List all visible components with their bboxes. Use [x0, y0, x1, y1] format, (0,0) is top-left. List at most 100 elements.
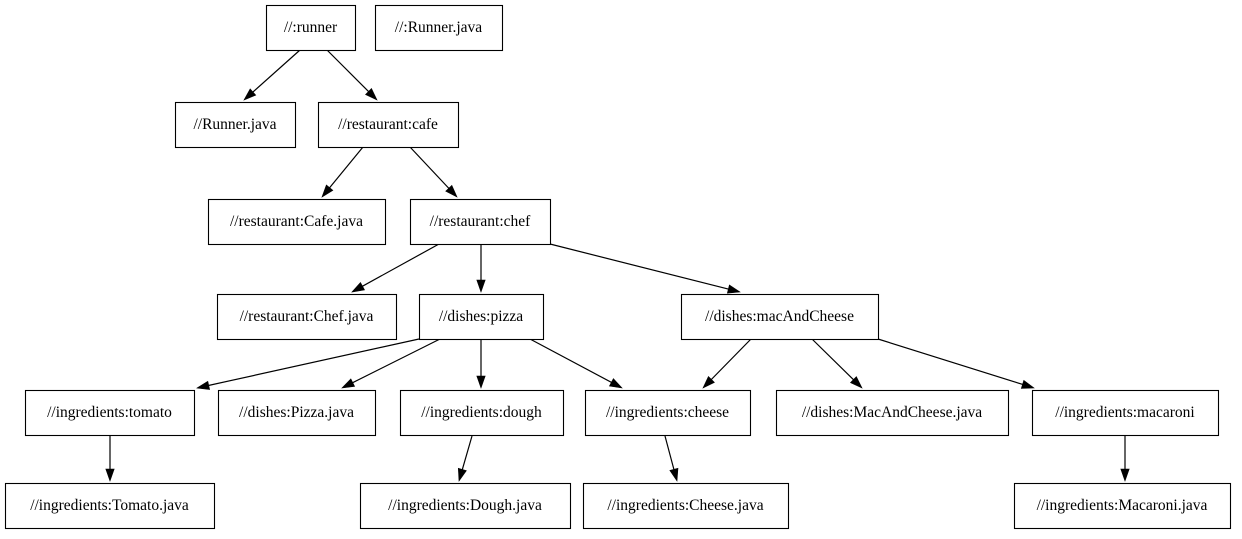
- edge-arrowhead-icon: [726, 284, 741, 294]
- edge-line: [549, 243, 730, 291]
- graph-edge: [877, 338, 1035, 389]
- graph-node[interactable]: //Runner.java: [174, 101, 297, 149]
- graph-node[interactable]: //dishes:MacAndCheese.java: [775, 389, 1010, 437]
- node-label: //ingredients:Cheese.java: [607, 497, 763, 514]
- edge-arrowhead-icon: [341, 378, 356, 389]
- node-label: //restaurant:Cafe.java: [230, 213, 363, 230]
- node-layer: //:runner //:Runner.java //Runner.java //re…: [4, 4, 1232, 530]
- node-label: //ingredients:cheese: [606, 404, 729, 421]
- node-box[interactable]: [265, 4, 357, 52]
- edge-arrowhead-icon: [105, 468, 115, 482]
- graph-node[interactable]: //restaurant:Cafe.java: [207, 198, 387, 246]
- graph-node[interactable]: //restaurant:chef: [409, 198, 552, 246]
- edge-line: [877, 338, 1025, 386]
- node-label: //ingredients:macaroni: [1055, 404, 1195, 421]
- edge-arrowhead-icon: [1020, 379, 1035, 389]
- node-label: //ingredients:tomato: [47, 404, 172, 421]
- edge-line: [811, 338, 855, 382]
- node-label: //ingredients:Macaroni.java: [1037, 497, 1208, 514]
- graph-edge: [409, 146, 458, 198]
- graph-node[interactable]: //ingredients:Cheese.java: [582, 482, 790, 530]
- node-box[interactable]: [359, 482, 572, 530]
- edge-arrowhead-icon: [457, 467, 467, 482]
- node-box[interactable]: [582, 482, 790, 530]
- graph-edge: [529, 338, 623, 389]
- edge-arrowhead-icon: [849, 376, 863, 389]
- graph-node[interactable]: //restaurant:cafe: [317, 101, 460, 149]
- graph-edge: [664, 435, 679, 482]
- node-box[interactable]: [216, 293, 398, 341]
- node-label: //ingredients:dough: [421, 404, 542, 421]
- edge-line: [409, 146, 451, 190]
- graph-node[interactable]: //dishes:macAndCheese: [680, 293, 880, 341]
- node-box[interactable]: [374, 4, 504, 52]
- node-box[interactable]: [409, 198, 552, 246]
- node-box[interactable]: [4, 482, 216, 530]
- edge-arrowhead-icon: [445, 184, 458, 198]
- edge-layer: [105, 49, 1130, 482]
- edge-line: [207, 338, 420, 387]
- node-label: //ingredients:Dough.java: [388, 497, 542, 514]
- edge-arrowhead-icon: [1120, 468, 1130, 482]
- node-box[interactable]: [399, 389, 565, 437]
- graph-node[interactable]: //restaurant:Chef.java: [216, 293, 398, 341]
- node-box[interactable]: [775, 389, 1010, 437]
- edge-line: [326, 49, 370, 93]
- graph-edge: [476, 339, 486, 389]
- graph-edge: [351, 243, 440, 293]
- edge-arrowhead-icon: [702, 375, 715, 389]
- node-label: //dishes:pizza: [439, 308, 523, 325]
- node-label: //:runner: [284, 19, 338, 36]
- graph-edge: [196, 338, 420, 390]
- edge-arrowhead-icon: [243, 88, 257, 101]
- edge-line: [664, 435, 675, 472]
- node-box[interactable]: [680, 293, 880, 341]
- graph-node[interactable]: //:Runner.java: [374, 4, 504, 52]
- edge-arrowhead-icon: [476, 375, 486, 389]
- edge-arrowhead-icon: [351, 282, 366, 293]
- graph-edge: [702, 338, 752, 389]
- graph-node[interactable]: //ingredients:dough: [399, 389, 565, 437]
- edge-line: [251, 49, 301, 94]
- node-box[interactable]: [207, 198, 387, 246]
- graph-edge: [476, 244, 486, 293]
- graph-node[interactable]: //ingredients:macaroni: [1031, 389, 1220, 437]
- edge-line: [529, 338, 614, 384]
- node-label: //restaurant:cafe: [338, 116, 438, 133]
- graph-node[interactable]: //ingredients:tomato: [24, 389, 196, 437]
- graph-node[interactable]: //dishes:pizza: [418, 293, 545, 341]
- node-label: //restaurant:Chef.java: [240, 308, 374, 325]
- edge-line: [351, 338, 441, 384]
- edge-arrowhead-icon: [608, 378, 623, 389]
- graph-node[interactable]: //ingredients:Macaroni.java: [1013, 482, 1232, 530]
- node-box[interactable]: [584, 389, 752, 437]
- graph-edge: [321, 146, 364, 198]
- graph-edge: [326, 49, 378, 101]
- edge-line: [709, 338, 752, 381]
- edge-arrowhead-icon: [669, 467, 679, 482]
- node-box[interactable]: [1013, 482, 1232, 530]
- node-box[interactable]: [217, 389, 377, 437]
- edge-arrowhead-icon: [321, 184, 334, 198]
- graph-edge: [1120, 436, 1130, 482]
- graph-edge: [341, 338, 441, 389]
- node-label: //Runner.java: [193, 116, 276, 133]
- graph-node[interactable]: //ingredients:Tomato.java: [4, 482, 216, 530]
- graph-edge: [457, 435, 473, 482]
- node-box[interactable]: [174, 101, 297, 149]
- node-box[interactable]: [317, 101, 460, 149]
- node-box[interactable]: [418, 293, 545, 341]
- graph-node[interactable]: //ingredients:Dough.java: [359, 482, 572, 530]
- graph-edge: [243, 49, 301, 101]
- edge-arrowhead-icon: [196, 380, 211, 390]
- edge-arrowhead-icon: [365, 88, 378, 101]
- node-label: //dishes:Pizza.java: [239, 404, 354, 421]
- graph-node[interactable]: //dishes:Pizza.java: [217, 389, 377, 437]
- node-label: //dishes:MacAndCheese.java: [802, 404, 982, 421]
- graph-node[interactable]: //ingredients:cheese: [584, 389, 752, 437]
- graph-node[interactable]: //:runner: [265, 4, 357, 52]
- node-box[interactable]: [24, 389, 196, 437]
- node-box[interactable]: [1031, 389, 1220, 437]
- edge-line: [461, 435, 473, 472]
